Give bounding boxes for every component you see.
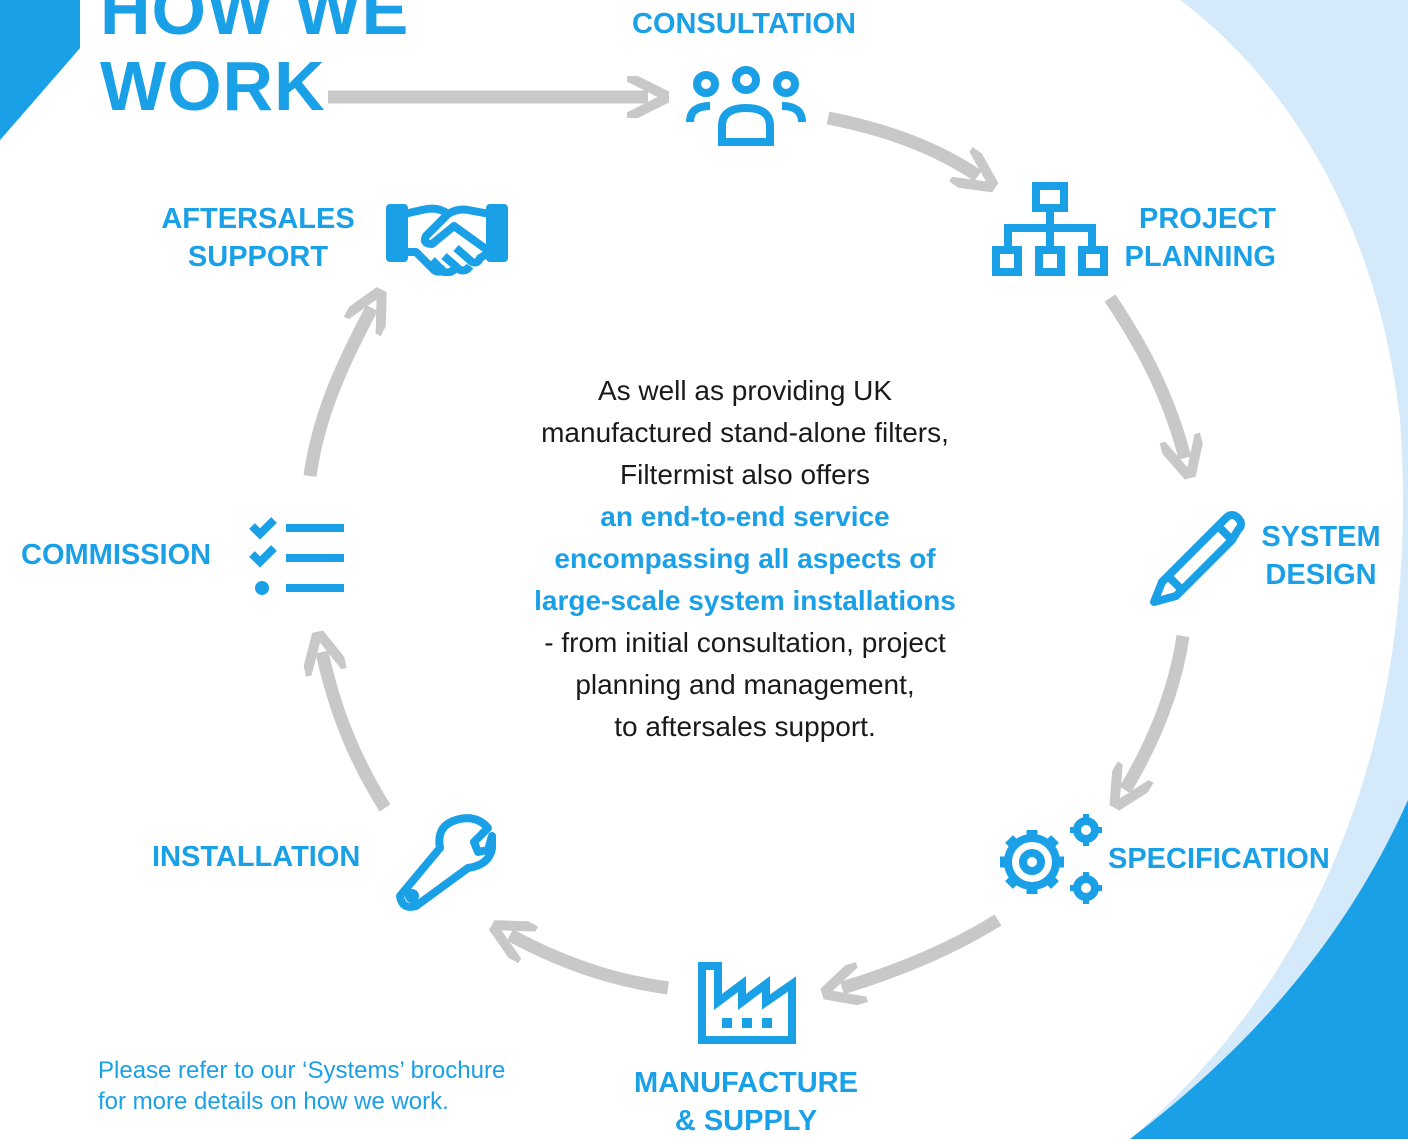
footer-note-line2: for more details on how we work.: [98, 1088, 449, 1115]
center-text-line5: planning and management,: [575, 669, 915, 700]
people-group-icon: [686, 66, 806, 146]
blue-corner-bottom-right: [1130, 800, 1408, 1139]
step-manufacture-supply: MANUFACTURE & SUPPLY: [620, 1064, 872, 1140]
arrow-planning-to-design: [1104, 294, 1185, 458]
arrow-installation-to-commission: [322, 652, 391, 812]
wrench-icon: [396, 814, 496, 911]
center-highlight-line3: large-scale system installations: [534, 585, 956, 616]
handshake-icon: [386, 204, 508, 276]
step-system-design-line1: SYSTEM: [1261, 521, 1381, 553]
arrow-specification-to-manufacture: [842, 914, 1002, 988]
center-text-line3: Filtermist also offers: [620, 459, 870, 490]
step-system-design-line2: DESIGN: [1265, 559, 1377, 591]
footer-note: Please refer to our ‘Systems’ brochure f…: [98, 1055, 618, 1117]
center-text-line2: manufactured stand-alone filters,: [541, 417, 949, 448]
center-highlight-line2: encompassing all aspects of: [554, 543, 936, 574]
step-system-design: SYSTEM DESIGN: [1250, 518, 1392, 594]
step-manufacture-supply-line2: & SUPPLY: [674, 1105, 818, 1137]
center-text-line4: - from initial consultation, project: [544, 627, 946, 658]
step-aftersales-support-line2: SUPPORT: [187, 241, 329, 273]
footer-note-line1: Please refer to our ‘Systems’ brochure: [98, 1057, 506, 1084]
step-commission: COMMISSION: [21, 536, 211, 574]
factory-icon: [698, 962, 796, 1044]
step-specification-label: SPECIFICATION: [1108, 843, 1330, 875]
step-consultation-label: CONSULTATION: [632, 8, 856, 40]
step-installation-label: INSTALLATION: [152, 841, 361, 873]
center-text-line1: As well as providing UK: [597, 375, 893, 406]
center-text-line6: to aftersales support.: [614, 711, 876, 742]
step-aftersales-support-line1: AFTERSALES: [161, 203, 355, 235]
gears-icon: [1000, 814, 1102, 904]
arrow-design-to-specification: [1125, 635, 1190, 790]
step-aftersales-support: AFTERSALES SUPPORT: [160, 200, 356, 276]
step-project-planning-line2: PLANNING: [1124, 241, 1276, 273]
step-project-planning: PROJECT PLANNING: [1116, 200, 1276, 276]
step-project-planning-line1: PROJECT: [1139, 203, 1276, 235]
arrow-commission-to-aftersales: [303, 308, 372, 477]
page-title: HOW WE WORK: [100, 0, 409, 124]
step-consultation: CONSULTATION: [632, 5, 856, 43]
org-chart-icon: [992, 182, 1108, 276]
arrow-consultation-to-planning: [826, 111, 978, 176]
light-blue-backdrop: [1130, 0, 1408, 1139]
page-title-line1: HOW WE: [100, 0, 410, 49]
step-commission-label: COMMISSION: [21, 539, 212, 571]
checklist-icon: [249, 517, 344, 595]
step-installation: INSTALLATION: [152, 838, 360, 876]
step-specification: SPECIFICATION: [1108, 840, 1330, 878]
center-description: As well as providing UK manufactured sta…: [480, 370, 1010, 748]
step-manufacture-supply-line1: MANUFACTURE: [634, 1067, 858, 1099]
pencil-icon: [1150, 511, 1245, 606]
page-title-line2: WORK: [100, 47, 326, 125]
arrow-manufacture-to-installation: [510, 935, 669, 995]
center-highlight-line1: an end-to-end service: [600, 501, 890, 532]
